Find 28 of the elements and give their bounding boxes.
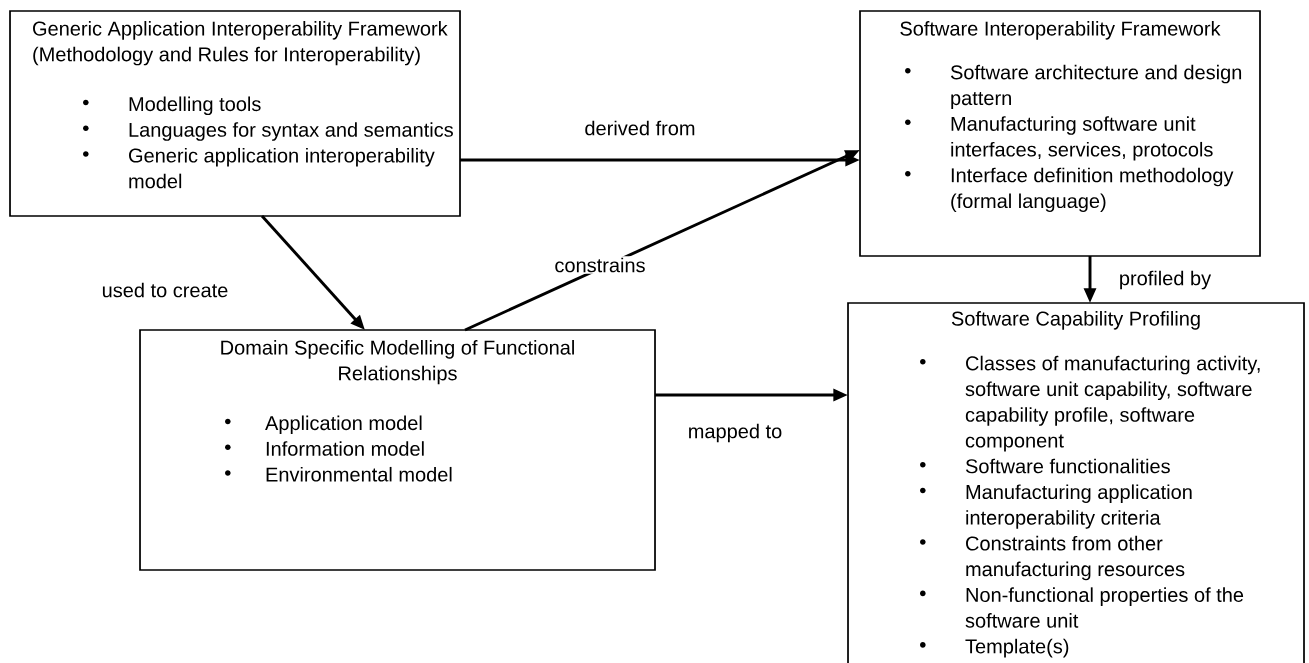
list-item: Classes of manufacturing activity, software unit capability, software capability profile, software component xyxy=(965,355,1260,452)
edge-label: used to create xyxy=(100,281,230,299)
list-item: Environmental model xyxy=(266,466,452,482)
heading: Generic Application Interoperability Framework (Methodology and Rules for Interoperability) xyxy=(33,21,448,66)
list-item: Non-functional properties of the software unit xyxy=(965,587,1244,628)
edge-label: mapped to xyxy=(686,422,784,444)
edge-label: constrains xyxy=(553,256,647,274)
list-item: Software architecture and design pattern xyxy=(950,64,1242,110)
list-item: Generic application interoperability model xyxy=(129,147,435,189)
text-box xyxy=(847,302,1305,663)
list-item: Modelling tools xyxy=(129,96,261,116)
text-box xyxy=(859,10,1261,257)
list-item: Manufacturing software unit interfaces, services, protocols xyxy=(951,116,1213,161)
text-box xyxy=(9,10,461,217)
edge-label: derived from xyxy=(583,119,697,137)
edge-label: profiled by xyxy=(1117,269,1213,291)
heading: Software Capability Profiling xyxy=(951,311,1200,330)
list-item: Template(s) xyxy=(965,638,1069,658)
list-item: Manufacturing application interoperability criteria xyxy=(966,484,1192,529)
list-item: Software functionalities xyxy=(965,458,1170,474)
list-item: Information model xyxy=(266,441,424,456)
list-item: Constraints from other manufacturing resources xyxy=(966,535,1185,581)
list-item: Interface definition methodology (formal language) xyxy=(951,167,1234,213)
list-item: Languages for syntax and semantics xyxy=(129,122,453,141)
list-item: Application model xyxy=(265,415,422,435)
text-box xyxy=(139,329,656,571)
heading: Software Interoperability Framework xyxy=(900,21,1221,40)
heading: Domain Specific Modelling of Functional Relationships xyxy=(221,340,574,385)
